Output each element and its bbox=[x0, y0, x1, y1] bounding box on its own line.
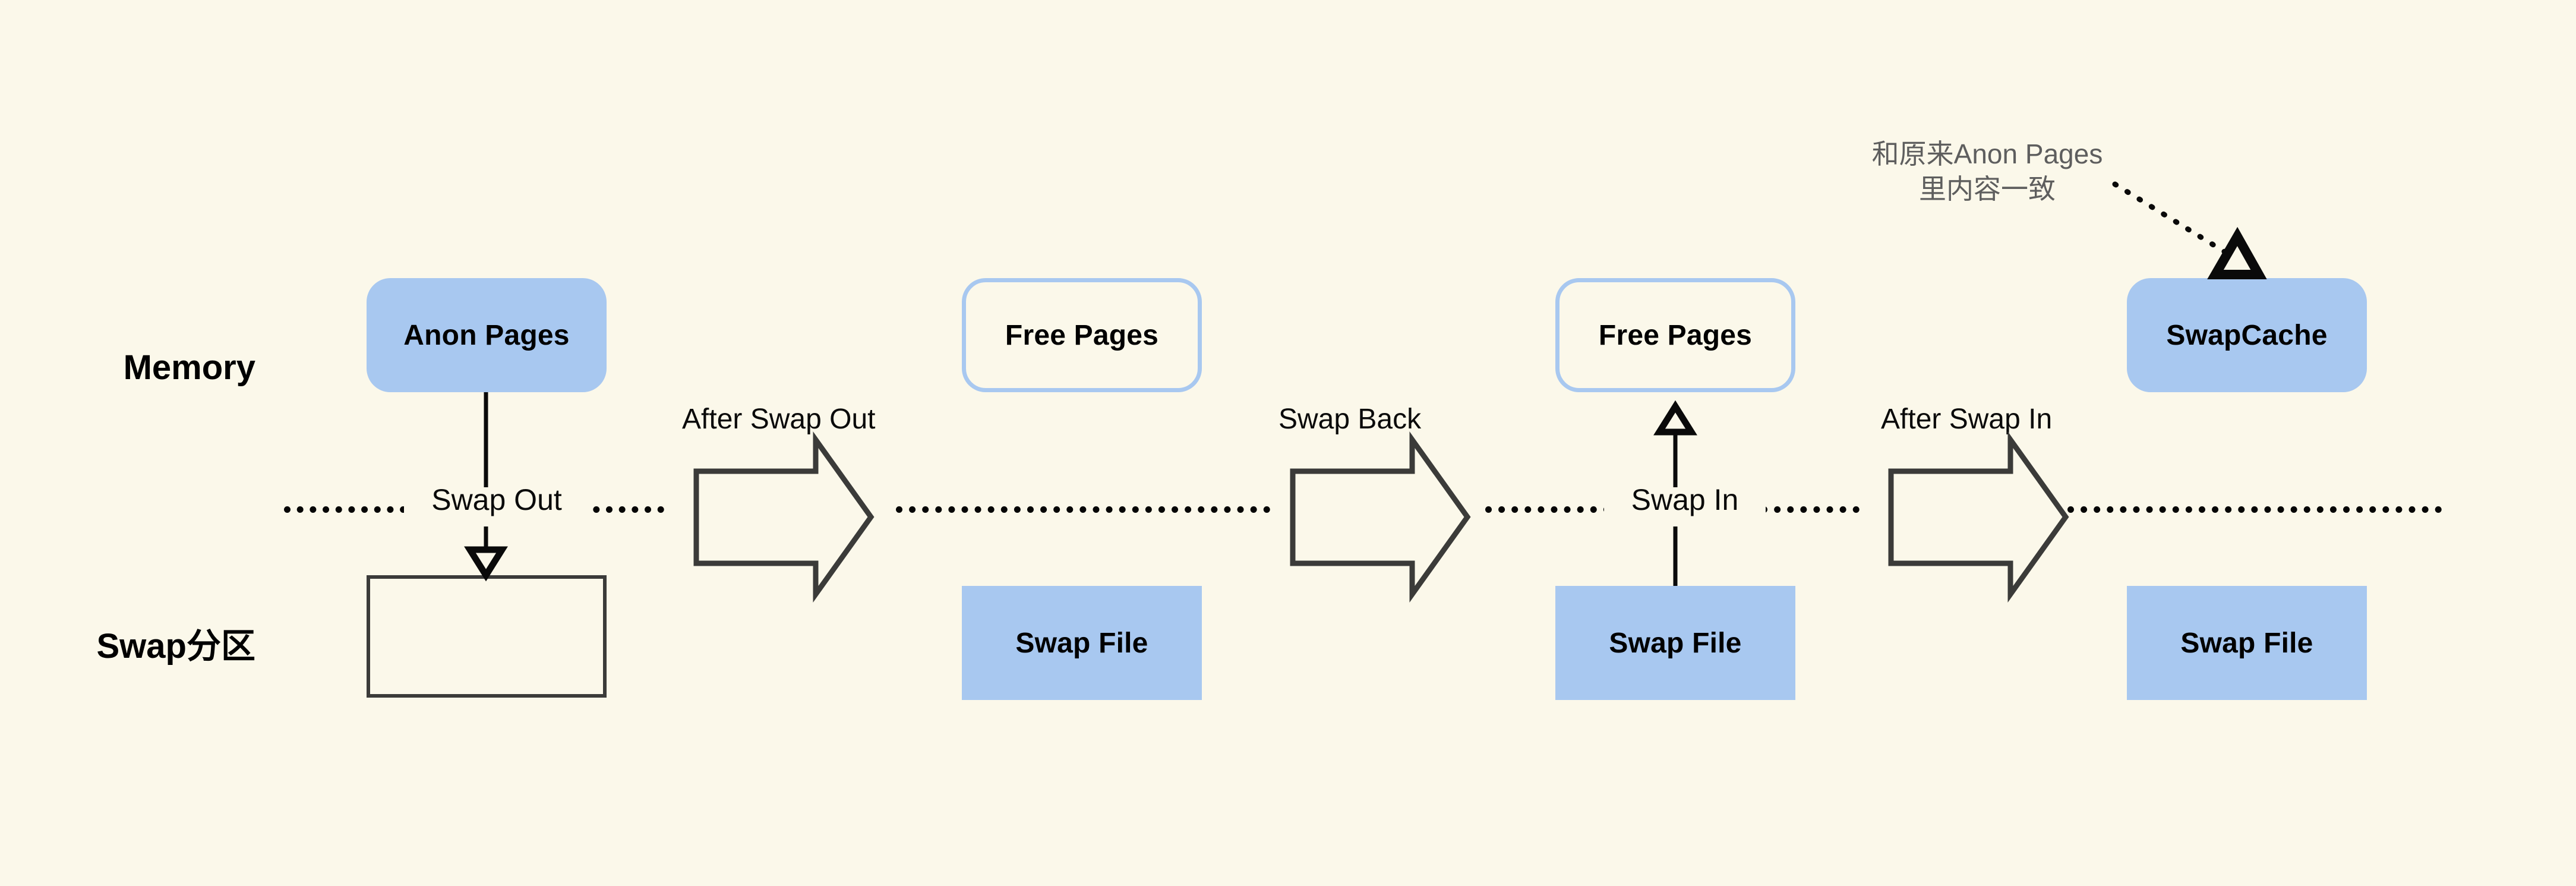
node-swapcache[interactable]: SwapCache bbox=[2127, 278, 2367, 392]
lane-label-memory: Memory bbox=[123, 348, 255, 387]
node-free-pages-1[interactable]: Free Pages bbox=[962, 278, 1202, 392]
node-swap-file-3[interactable]: Swap File bbox=[2127, 586, 2367, 700]
lane-label-swap-partition: Swap分区 bbox=[96, 627, 256, 666]
flow-label-swap-in: Swap In bbox=[1604, 483, 1766, 517]
block-arrow-right-icon-2 bbox=[1290, 431, 1471, 603]
transition-caption-after-swap-out: After Swap Out bbox=[682, 403, 876, 435]
node-swap-partition-empty[interactable] bbox=[367, 575, 607, 698]
annotation-note: 和原来Anon Pages 里内容一致 bbox=[1871, 138, 2103, 204]
transition-caption-swap-back: Swap Back bbox=[1278, 403, 1422, 435]
lane-separator-segment-4 bbox=[2067, 506, 2442, 513]
lane-separator-segment-2 bbox=[896, 506, 1270, 513]
node-swap-file-1[interactable]: Swap File bbox=[962, 586, 1202, 700]
block-arrow-right-icon-3 bbox=[1888, 431, 2069, 603]
flow-label-swap-out: Swap Out bbox=[404, 483, 589, 517]
node-anon-pages[interactable]: Anon Pages bbox=[367, 278, 607, 392]
block-arrow-right-icon-1 bbox=[693, 431, 875, 603]
node-free-pages-2[interactable]: Free Pages bbox=[1555, 278, 1795, 392]
transition-caption-after-swap-in: After Swap In bbox=[1881, 403, 2053, 435]
node-swap-file-2[interactable]: Swap File bbox=[1555, 586, 1795, 700]
